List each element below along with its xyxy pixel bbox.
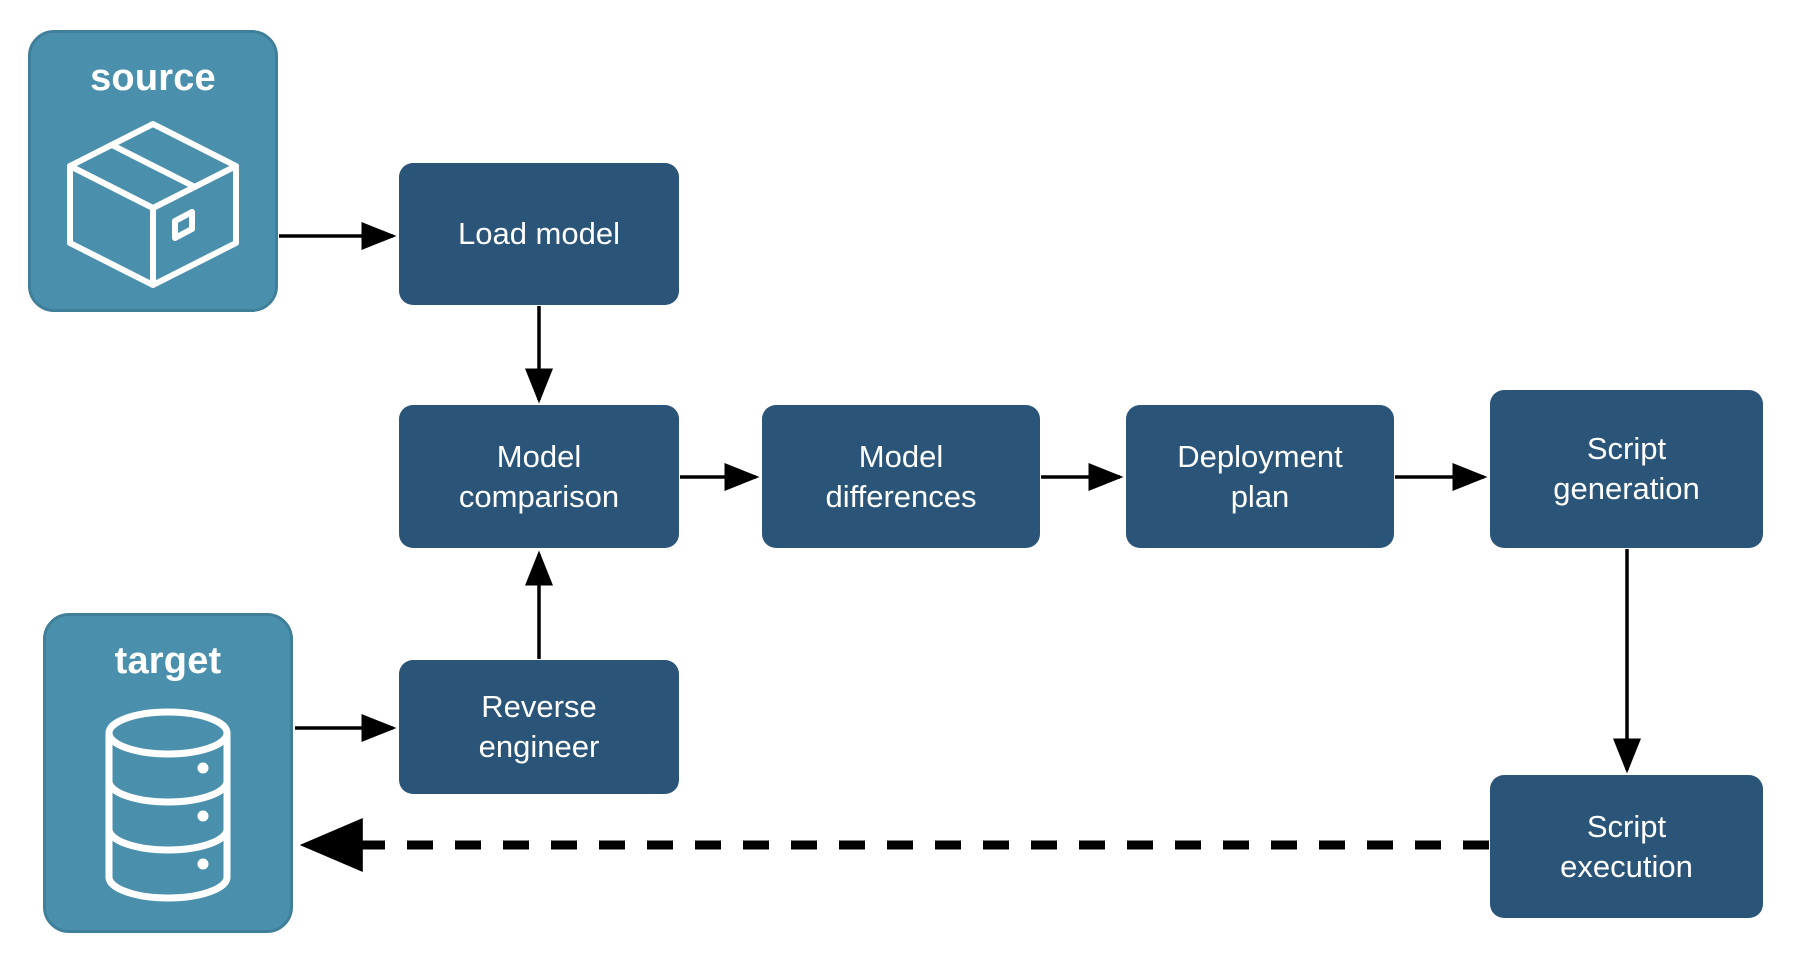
node-model-comparison[interactable]: Model comparison (399, 405, 679, 548)
node-reverse-engineer[interactable]: Reverse engineer (399, 660, 679, 794)
node-model-comparison-label: Model comparison (458, 438, 620, 514)
node-load-model[interactable]: Load model (399, 163, 679, 305)
endpoint-source-label: source (90, 57, 216, 99)
node-script-execution-label: Script execution (1560, 808, 1693, 884)
node-load-model-label: Load model (457, 216, 620, 252)
node-reverse-engineer-label: Reverse engineer (478, 689, 600, 764)
node-deployment-plan-label: Deployment plan (1177, 438, 1343, 514)
endpoint-target[interactable]: target (43, 613, 293, 933)
node-script-generation-label: Script generation (1553, 431, 1700, 506)
node-model-differences[interactable]: Model differences (762, 405, 1040, 548)
endpoint-source[interactable]: source (28, 30, 278, 312)
node-script-execution[interactable]: Script execution (1490, 775, 1763, 918)
node-model-differences-label: Model differences (825, 438, 977, 514)
node-script-generation[interactable]: Script generation (1490, 390, 1763, 548)
node-deployment-plan[interactable]: Deployment plan (1126, 405, 1394, 548)
package-box-icon (31, 97, 275, 309)
endpoint-target-label: target (114, 640, 222, 682)
database-cylinder-icon (46, 680, 290, 930)
